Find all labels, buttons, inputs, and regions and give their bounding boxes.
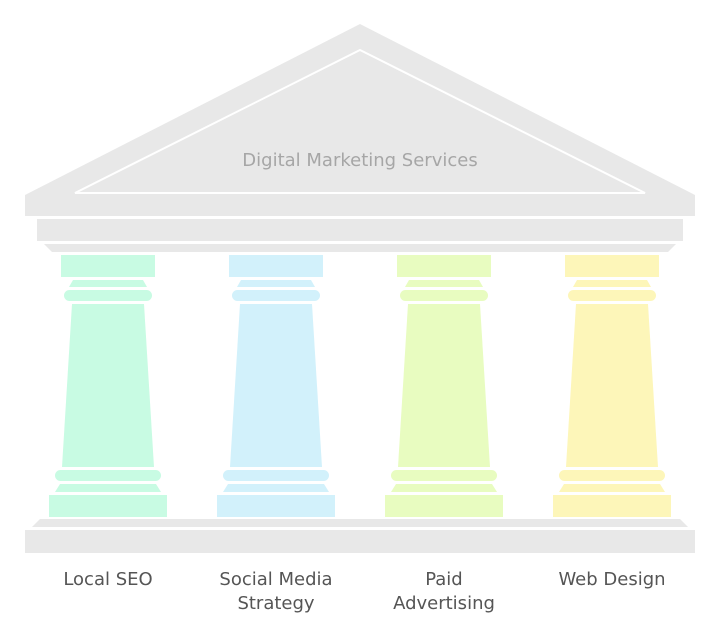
pillar-capital <box>229 255 323 277</box>
pillar-ring-bottom <box>223 470 329 481</box>
pillar-ring-top <box>232 290 320 301</box>
pillar-shaft <box>230 304 322 467</box>
entablature <box>37 219 683 241</box>
pediment-inner-outline <box>74 48 646 194</box>
pillar-ring-top <box>64 290 152 301</box>
base-platform <box>25 530 695 553</box>
pillar-label: Local SEO <box>63 569 153 590</box>
pillar-capital <box>61 255 155 277</box>
pillar-neck <box>237 280 315 287</box>
pillar-base-step <box>391 484 497 492</box>
pillar-ring-bottom <box>559 470 665 481</box>
columns-group <box>49 255 671 517</box>
pillar-column <box>385 255 503 517</box>
pillar-column <box>49 255 167 517</box>
entablature-lip <box>44 244 676 252</box>
pillar-label: Social Media Strategy <box>219 569 333 614</box>
temple-title: Digital Marketing Services <box>242 150 477 171</box>
pillar-plinth <box>217 495 335 517</box>
pillar-neck <box>573 280 651 287</box>
pillar-plinth <box>385 495 503 517</box>
pillar-label: Web Design <box>558 569 666 590</box>
pillar-neck <box>69 280 147 287</box>
pillar-ring-bottom <box>55 470 161 481</box>
pillar-shaft <box>398 304 490 467</box>
pillar-ring-top <box>568 290 656 301</box>
pillar-column <box>217 255 335 517</box>
pillar-base-step <box>559 484 665 492</box>
pillar-neck <box>405 280 483 287</box>
pillar-shaft <box>566 304 658 467</box>
pillar-capital <box>565 255 659 277</box>
pillar-shaft <box>62 304 154 467</box>
pillar-base-step <box>55 484 161 492</box>
pillar-ring-bottom <box>391 470 497 481</box>
pillar-plinth <box>49 495 167 517</box>
pillar-base-step <box>223 484 329 492</box>
base-step <box>32 519 688 527</box>
pillar-capital <box>397 255 491 277</box>
pillar-label: Paid Advertising <box>393 569 495 614</box>
roof-pediment <box>25 24 695 216</box>
pillar-plinth <box>553 495 671 517</box>
pillar-ring-top <box>400 290 488 301</box>
pillar-column <box>553 255 671 517</box>
